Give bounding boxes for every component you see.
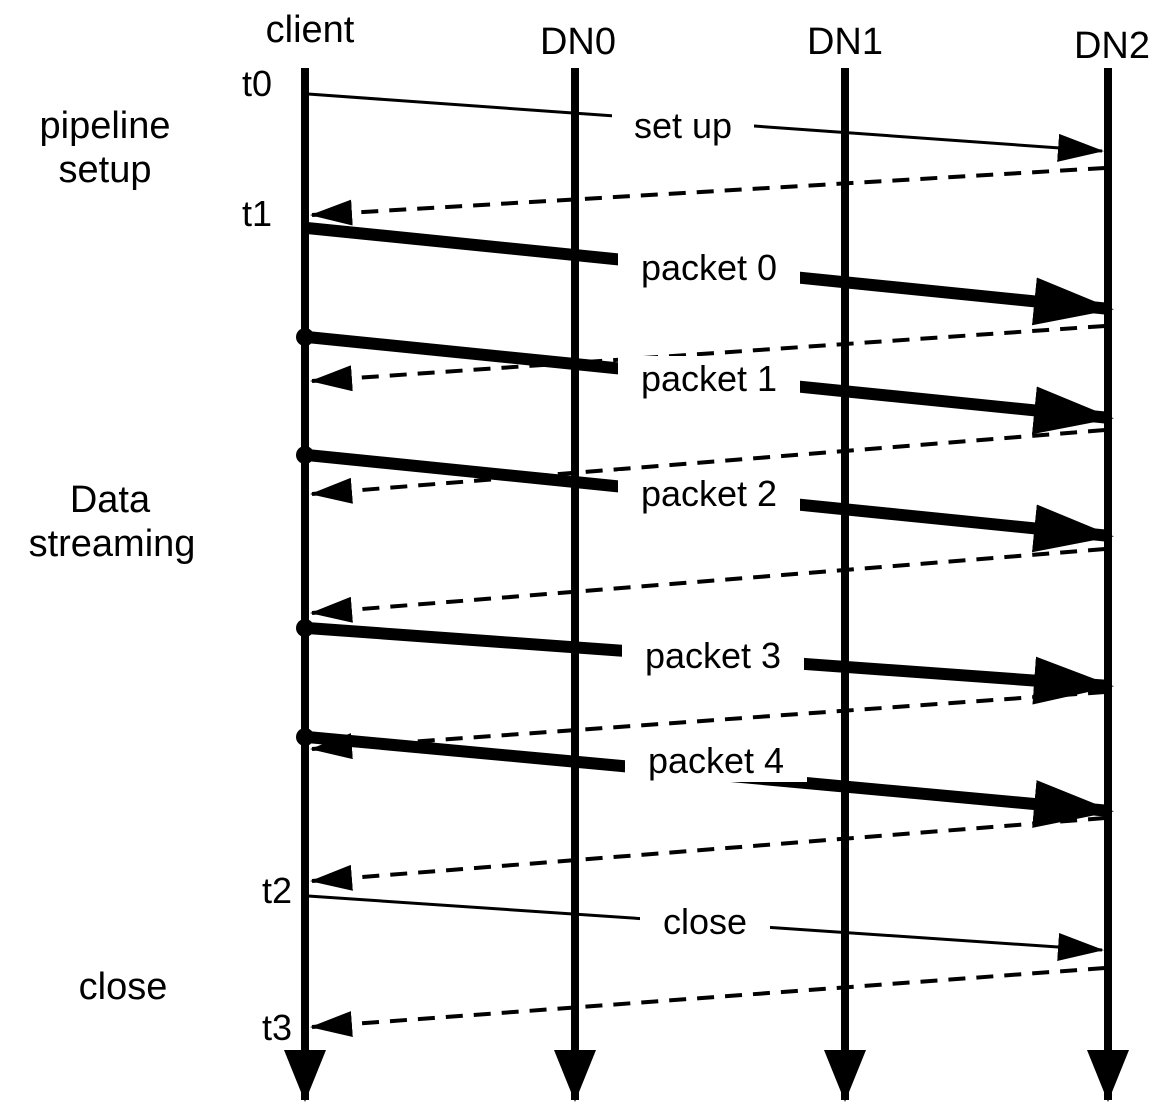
packet-0-message-label: packet 0 <box>641 247 777 288</box>
packet-3-send-dot <box>296 619 314 637</box>
stage-label-data-streaming-line1: Data <box>70 479 151 521</box>
stage-label-close: close <box>79 966 168 1008</box>
stage-label-pipeline-setup-line2: setup <box>59 149 152 191</box>
packet-3-message-label: packet 3 <box>645 635 781 676</box>
actor-label-dn0: DN0 <box>540 21 616 63</box>
packet-1-message-label: packet 1 <box>641 358 777 399</box>
packet-2-message-label: packet 2 <box>641 473 777 514</box>
packet-3-label-box <box>622 633 804 677</box>
packet-1-send-dot <box>296 328 314 346</box>
setup-ack-arrow <box>310 166 1106 226</box>
time-label-t3: t3 <box>262 1007 292 1048</box>
packet-0-ack-arrow <box>310 324 1106 392</box>
time-label-t0: t0 <box>242 63 272 104</box>
packet-4-label-box <box>625 738 807 782</box>
setup-message-label: set up <box>634 105 732 146</box>
packet-4-message-label: packet 4 <box>648 740 784 781</box>
time-label-t1: t1 <box>242 193 272 234</box>
setup-label-box <box>612 102 754 148</box>
packet-0-label-box <box>618 245 800 289</box>
packet-3-ack-arrow <box>310 690 1106 760</box>
close-ack-arrow <box>310 966 1106 1037</box>
packet-2-send-dot <box>296 446 314 464</box>
actor-label-dn2: DN2 <box>1074 25 1150 67</box>
stage-label-pipeline-setup-line1: pipeline <box>40 105 171 147</box>
packet-1-label-box <box>618 356 800 400</box>
packet-4-send-dot <box>296 728 314 746</box>
close-label-box <box>640 900 770 942</box>
packet-1-ack-arrow <box>310 428 1106 504</box>
packet-2-ack-arrow <box>310 547 1106 623</box>
close-message-label: close <box>663 901 747 942</box>
time-label-t2: t2 <box>262 870 292 911</box>
packet-2-label-box <box>618 471 800 515</box>
actor-label-dn1: DN1 <box>807 21 883 63</box>
actor-label-client: client <box>266 9 355 51</box>
stage-label-data-streaming-line2: streaming <box>29 523 196 565</box>
packet-4-ack-arrow <box>310 816 1106 891</box>
